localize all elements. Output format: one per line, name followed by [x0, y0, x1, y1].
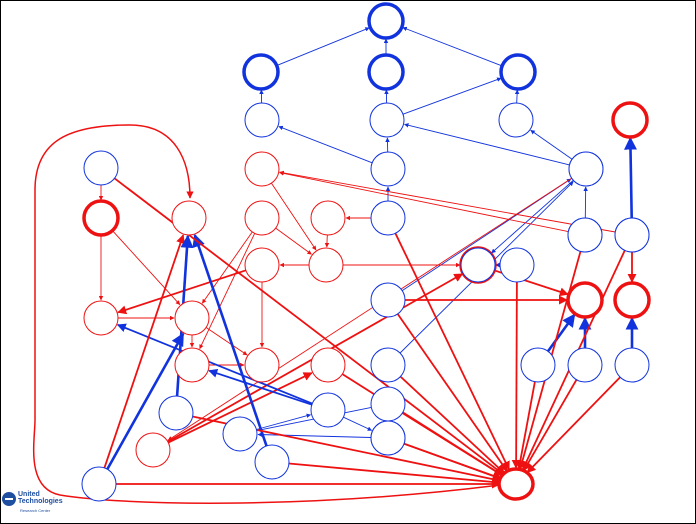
node-r11[interactable]: [174, 300, 210, 336]
edge-r14-SINK: [341, 373, 504, 477]
node-r3[interactable]: [244, 200, 280, 236]
edge-b20-r2: [103, 234, 185, 469]
node-b24[interactable]: [568, 151, 604, 187]
edge-B3-B0: [402, 26, 503, 67]
node-layer: [81, 2, 651, 502]
edge-R2-r11: [112, 230, 181, 306]
node-b12[interactable]: [370, 347, 406, 383]
node-b16[interactable]: [370, 420, 406, 456]
node-R8[interactable]: [566, 281, 604, 319]
edge-b14-r10: [116, 323, 313, 405]
node-b20[interactable]: [81, 466, 117, 502]
edge-b9-SINK: [394, 232, 510, 471]
edge-b13-b15: [257, 432, 372, 438]
node-b26[interactable]: [614, 217, 650, 253]
edge-b5-b1: [278, 125, 373, 164]
edge-b24-b25: [491, 179, 574, 254]
node-b5[interactable]: [370, 151, 406, 187]
node-b9[interactable]: [370, 200, 406, 236]
node-b11[interactable]: [370, 282, 406, 318]
edge-r3-r5: [275, 227, 312, 255]
node-r4[interactable]: [310, 200, 346, 236]
node-b25[interactable]: [460, 247, 496, 283]
edge-b24-r15: [167, 177, 572, 441]
edge-b19-r2: [192, 233, 268, 447]
edge-r3-r11: [201, 231, 253, 304]
edge-r7-r10: [117, 269, 247, 315]
edge-b22-SINK: [515, 381, 536, 470]
node-b15[interactable]: [222, 416, 258, 452]
edge-b8-r1: [279, 170, 616, 233]
node-r14[interactable]: [310, 347, 346, 383]
node-b21[interactable]: [370, 386, 406, 422]
node-R0[interactable]: [611, 101, 649, 139]
company-logo: United Technologies Research Center: [2, 490, 66, 518]
edge-layer: [98, 26, 639, 489]
logo-line-2: Technologies: [18, 498, 63, 505]
node-b2[interactable]: [369, 102, 405, 138]
edge-r11-r13: [205, 327, 248, 356]
node-R9[interactable]: [613, 281, 651, 319]
node-B2[interactable]: [367, 53, 405, 91]
node-b17[interactable]: [567, 347, 603, 383]
node-r13[interactable]: [244, 347, 280, 383]
node-r5[interactable]: [308, 247, 344, 283]
edge-r1-r5: [271, 182, 317, 251]
edge-b16-SINK: [403, 442, 502, 481]
node-r7[interactable]: [244, 247, 280, 283]
node-r12[interactable]: [174, 347, 210, 383]
node-b22[interactable]: [520, 347, 556, 383]
edge-b15-b14: [256, 413, 312, 430]
node-b23[interactable]: [614, 347, 650, 383]
edge-b17-SINK: [523, 379, 578, 471]
logo-mark-icon: [2, 492, 16, 506]
node-b10[interactable]: [499, 247, 535, 283]
node-b18[interactable]: [158, 395, 194, 431]
node-b1[interactable]: [244, 102, 280, 138]
edge-r15-r14: [167, 372, 313, 444]
node-B3[interactable]: [499, 53, 537, 91]
node-r1[interactable]: [244, 151, 280, 187]
node-B0[interactable]: [367, 2, 405, 40]
edge-b11-SINK: [396, 313, 508, 472]
loop-edge: [32, 124, 501, 504]
logo-tagline: Research Center: [20, 508, 51, 513]
node-r10[interactable]: [83, 300, 119, 336]
node-B1[interactable]: [242, 53, 280, 91]
node-r2[interactable]: [171, 200, 207, 236]
edge-r4-r5: [324, 234, 330, 248]
node-b27[interactable]: [567, 217, 603, 253]
node-r15[interactable]: [135, 432, 171, 468]
edge-b22-R8: [546, 313, 576, 352]
node-b19[interactable]: [254, 444, 290, 480]
node-SINK[interactable]: [497, 467, 535, 501]
edge-b7-r1: [279, 171, 569, 233]
edge-b6-b3: [530, 129, 573, 160]
edge-b12-SINK: [399, 375, 505, 474]
node-b4[interactable]: [83, 150, 119, 186]
edge-b26-R0: [624, 136, 638, 219]
edge-b14-b16: [343, 416, 373, 431]
node-b14[interactable]: [310, 392, 346, 428]
node-R2[interactable]: [82, 199, 120, 237]
edge-b14-r12: [208, 368, 313, 406]
edge-b6-b2: [404, 123, 570, 166]
edge-B1-B0: [276, 27, 370, 67]
edge-b2-B3: [402, 77, 502, 115]
edge-b3-B3: [514, 89, 520, 104]
edge-b20-r11: [106, 332, 185, 470]
edge-b23-SINK: [526, 376, 621, 474]
edge-b10-SINK: [511, 281, 521, 469]
logo-line-1: United: [18, 491, 40, 498]
node-b3[interactable]: [498, 102, 534, 138]
edge-b19-SINK: [288, 462, 501, 487]
